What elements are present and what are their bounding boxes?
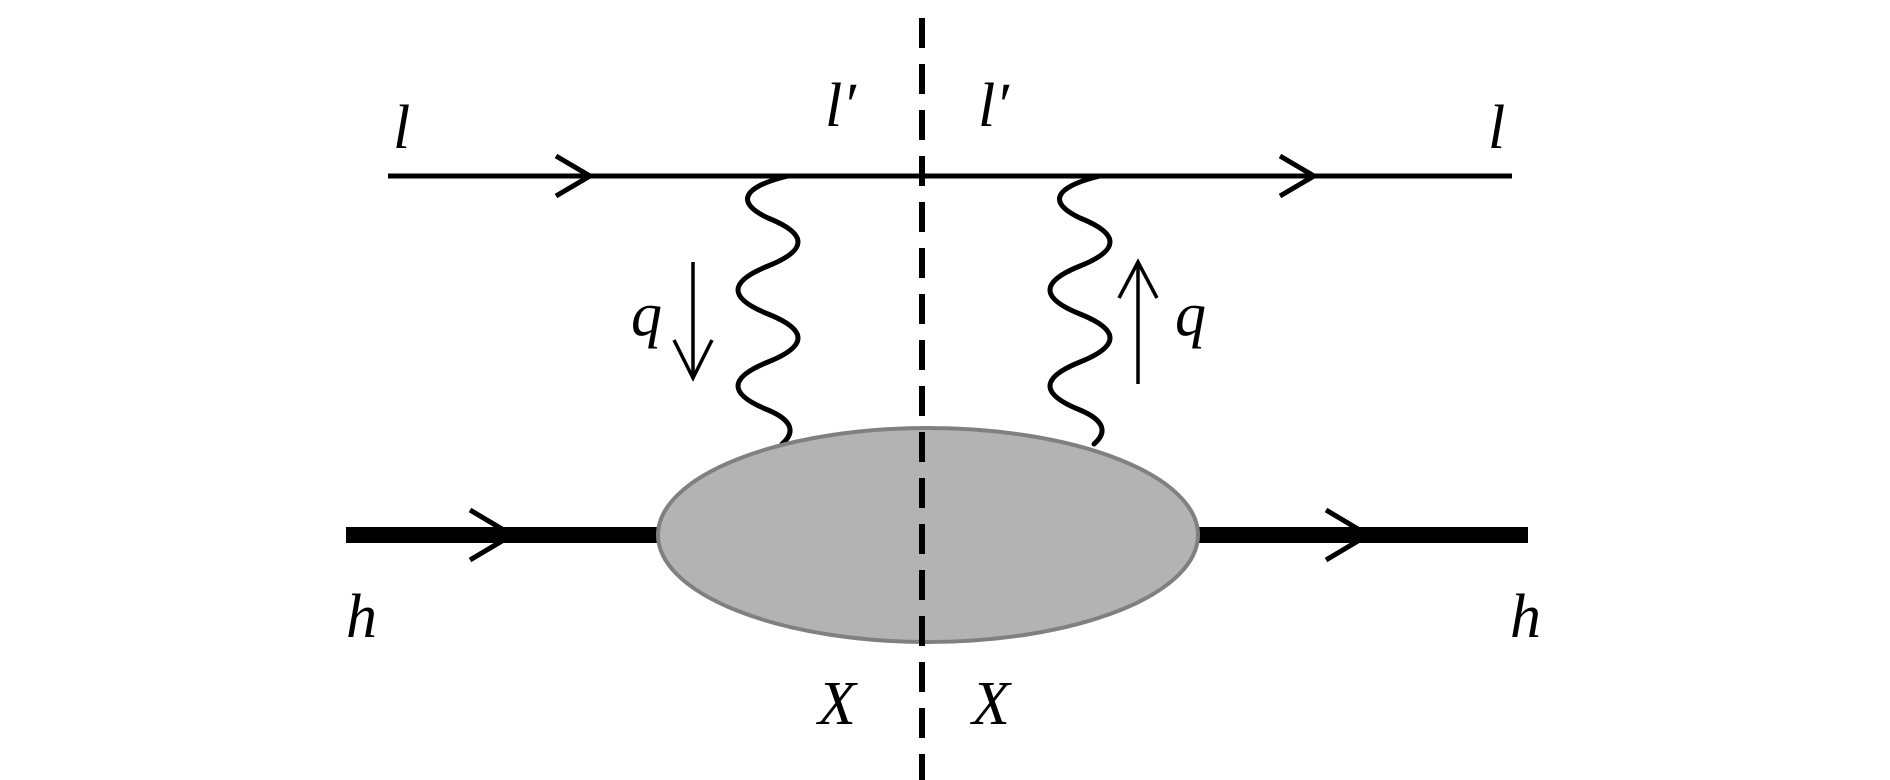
momentum-arrow-down-head bbox=[672, 339, 714, 382]
photon-line-right bbox=[1047, 173, 1113, 447]
lepton-arrow-right bbox=[1278, 153, 1319, 199]
hadron-arrow-left bbox=[468, 507, 517, 563]
label-hadron-out: h bbox=[1510, 583, 1541, 651]
label-final-state-left: X bbox=[815, 670, 858, 738]
label-lepton-out: l bbox=[1488, 94, 1505, 162]
label-final-state-right: X bbox=[969, 670, 1012, 738]
label-photon-right: q bbox=[1175, 281, 1206, 349]
hadron-arrow-right bbox=[1324, 507, 1373, 563]
photon-line-left bbox=[735, 173, 801, 447]
lepton-arrow-left bbox=[554, 153, 595, 199]
label-lepton-mid-left: l′ bbox=[825, 72, 857, 140]
label-photon-left: q bbox=[631, 281, 662, 349]
label-lepton-mid-right: l′ bbox=[978, 72, 1010, 140]
hadronic-blob bbox=[656, 426, 1200, 644]
label-lepton-in: l bbox=[393, 94, 410, 162]
momentum-arrow-up-head bbox=[1117, 258, 1159, 299]
label-hadron-in: h bbox=[346, 583, 377, 651]
